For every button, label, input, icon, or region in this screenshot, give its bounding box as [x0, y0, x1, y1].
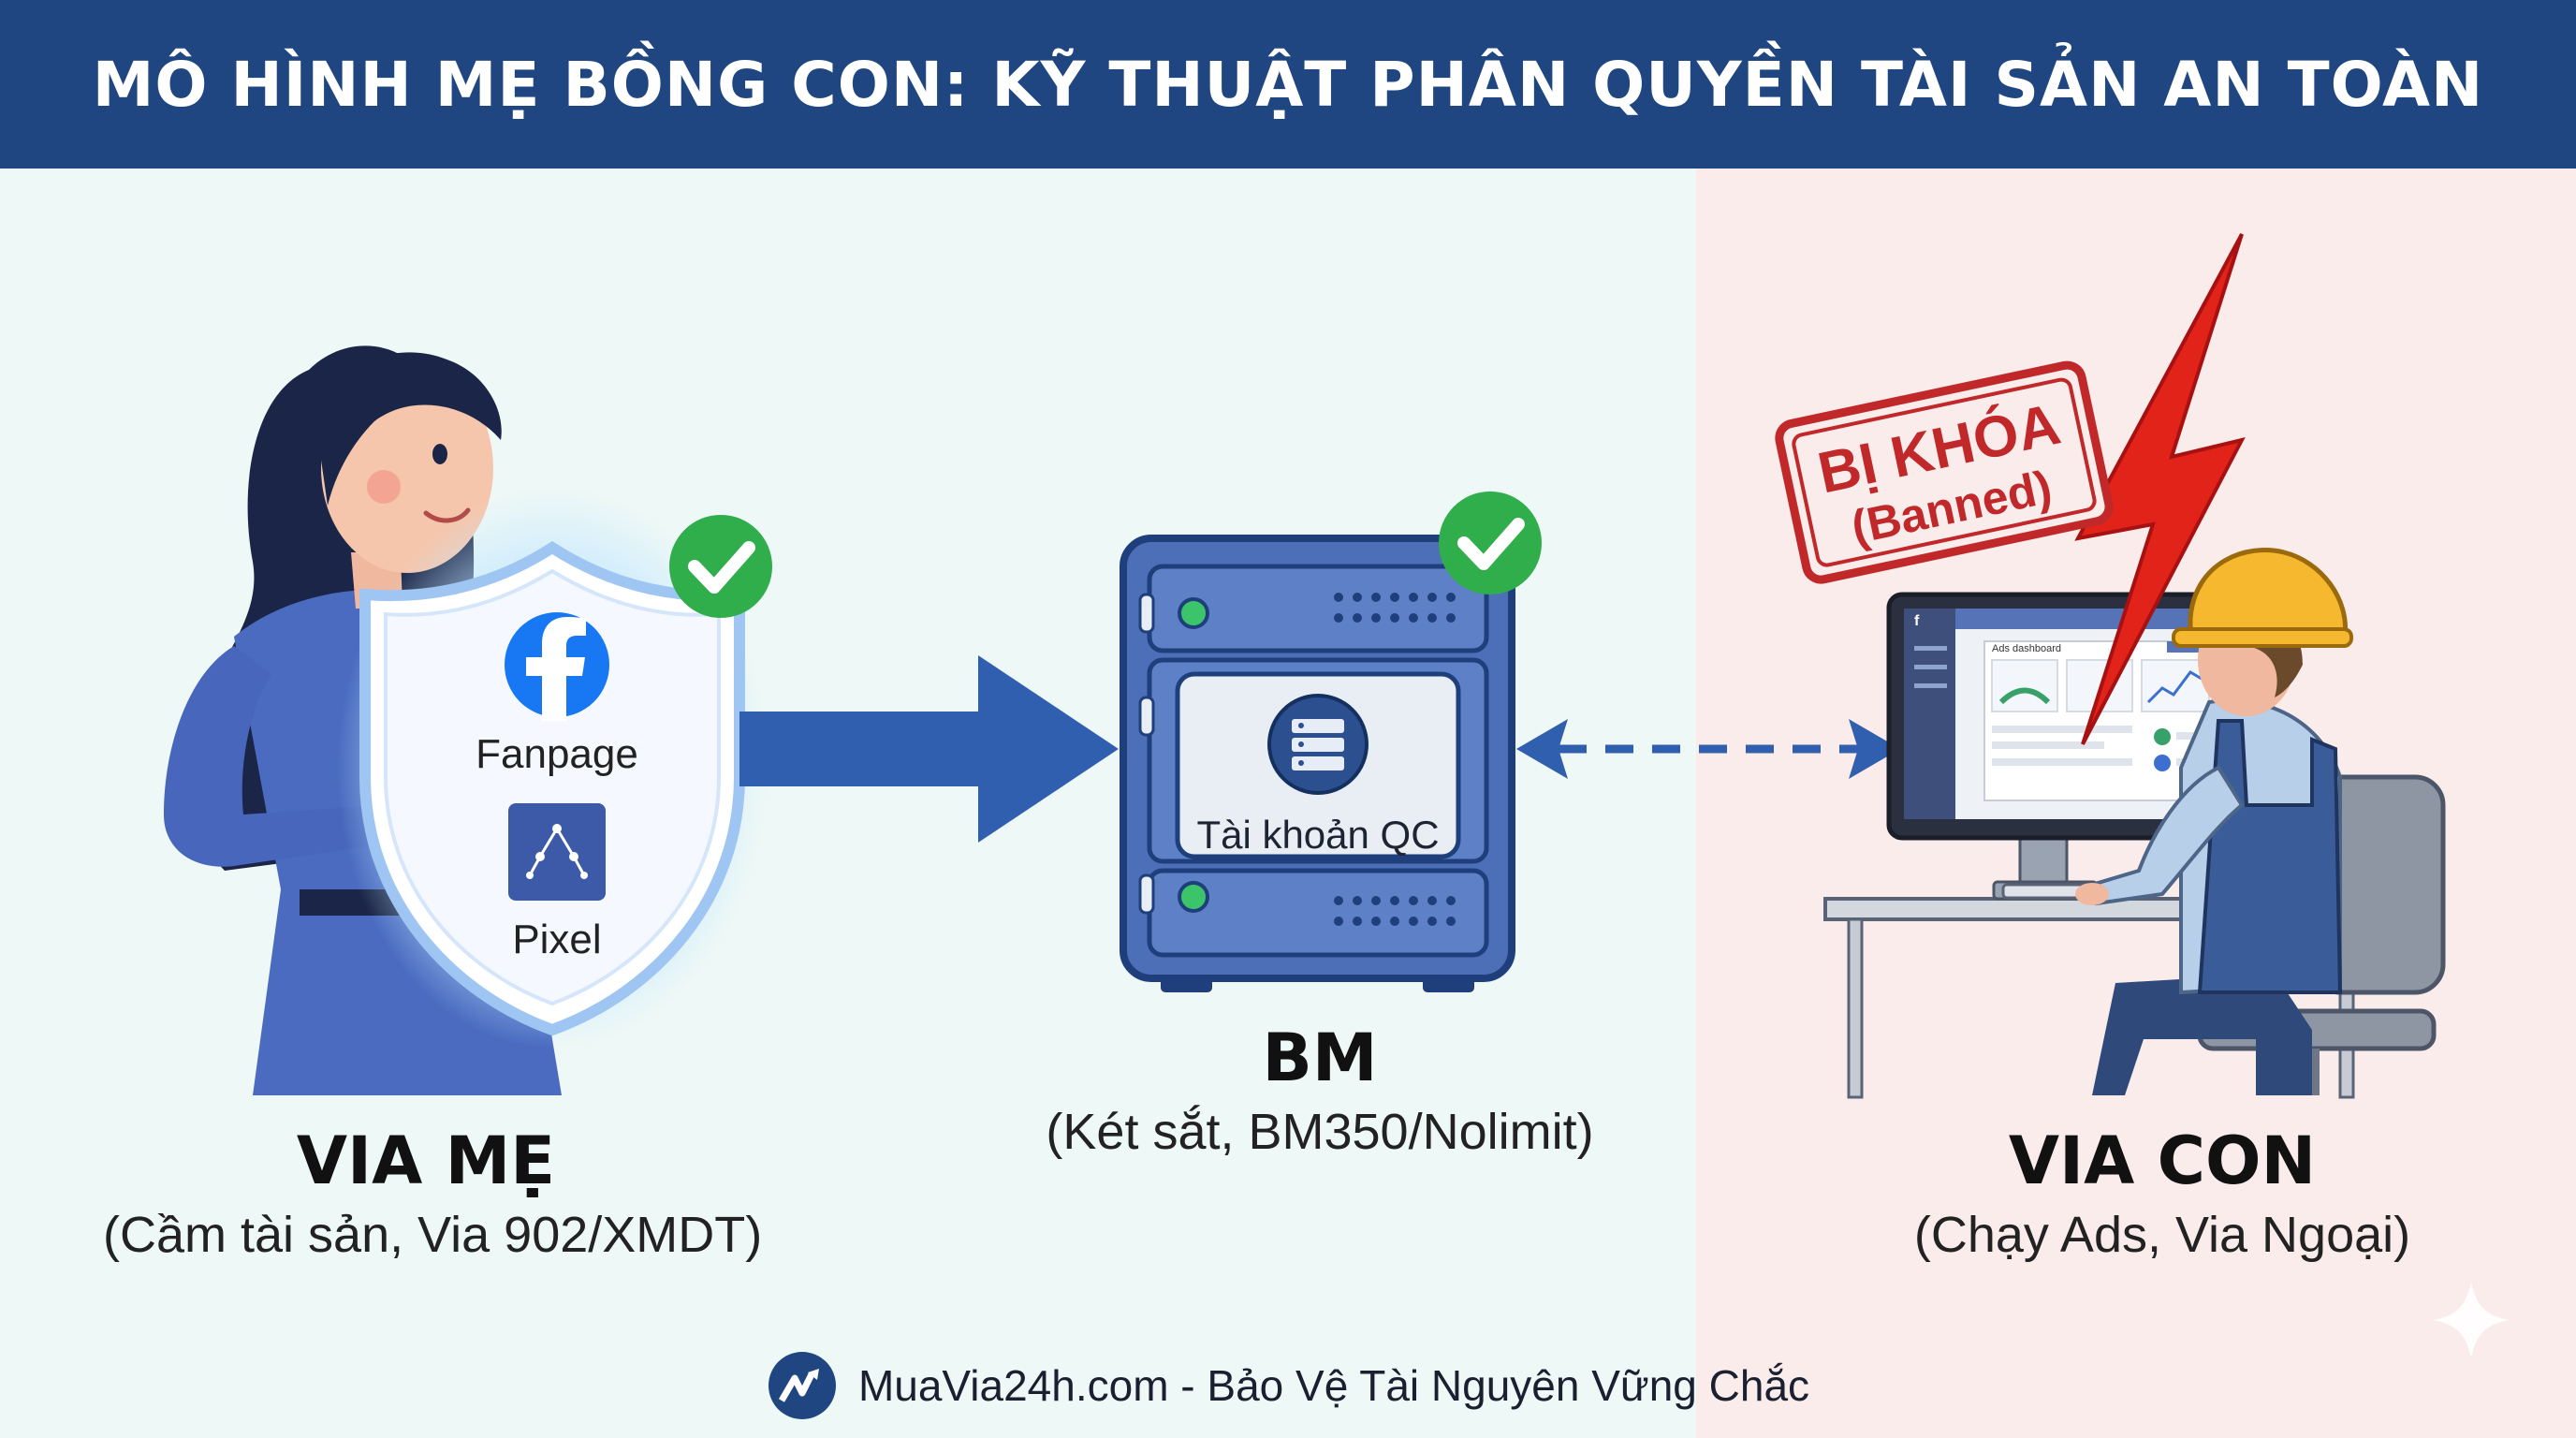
- via-con-title: VIA CON: [2008, 1123, 2317, 1199]
- svg-text:f: f: [1914, 613, 1920, 629]
- check-icon: [669, 515, 772, 618]
- via-me-subtitle: (Cầm tài sản, Via 902/XMDT): [103, 1207, 763, 1263]
- access-link-arrow: [1516, 719, 1900, 779]
- bm-label: BM (Két sắt, BM350/Nolimit): [992, 1020, 1647, 1163]
- shield-item-pixel: Pixel: [512, 917, 601, 962]
- bm-subtitle: (Két sắt, BM350/Nolimit): [1046, 1104, 1594, 1160]
- pixel-icon: [508, 803, 606, 901]
- worker-figure: [2075, 548, 2353, 1095]
- footer: MuaVia24h.com - Bảo Vệ Tài Nguyên Vững C…: [0, 1348, 2576, 1423]
- shield-icon: [337, 487, 768, 1049]
- sparkle-icon: [2434, 1283, 2509, 1357]
- page-title: MÔ HÌNH MẸ BỒNG CON: KỸ THUẬT PHÂN QUYỀN…: [92, 48, 2484, 121]
- via-me-label: VIA MẸ (Cầm tài sản, Via 902/XMDT): [103, 1123, 763, 1266]
- lightning-icon: [2074, 233, 2246, 745]
- bm-inner-label: Tài khoản QC: [1196, 813, 1439, 857]
- shield-item-fanpage: Fanpage: [476, 731, 638, 777]
- monitor-dashboard-title: Ads dashboard: [1992, 643, 2061, 654]
- footer-text: MuaVia24h.com - Bảo Vệ Tài Nguyên Vững C…: [857, 1361, 1810, 1410]
- bm-title: BM: [1262, 1020, 1378, 1096]
- via-me-title: VIA MẸ: [296, 1123, 556, 1199]
- brand-logo-icon: [768, 1352, 836, 1419]
- database-icon: [1267, 694, 1368, 795]
- transfer-arrow: [739, 655, 1119, 843]
- banned-stamp: BỊ KHÓA (Banned): [1775, 360, 2114, 584]
- via-con-label: VIA CON (Chạy Ads, Via Ngoại): [1835, 1123, 2490, 1266]
- header-bar: MÔ HÌNH MẸ BỒNG CON: KỸ THUẬT PHÂN QUYỀN…: [0, 0, 2576, 169]
- facebook-icon: [505, 612, 609, 721]
- check-icon: [1439, 492, 1542, 594]
- via-con-subtitle: (Chạy Ads, Via Ngoại): [1913, 1207, 2411, 1263]
